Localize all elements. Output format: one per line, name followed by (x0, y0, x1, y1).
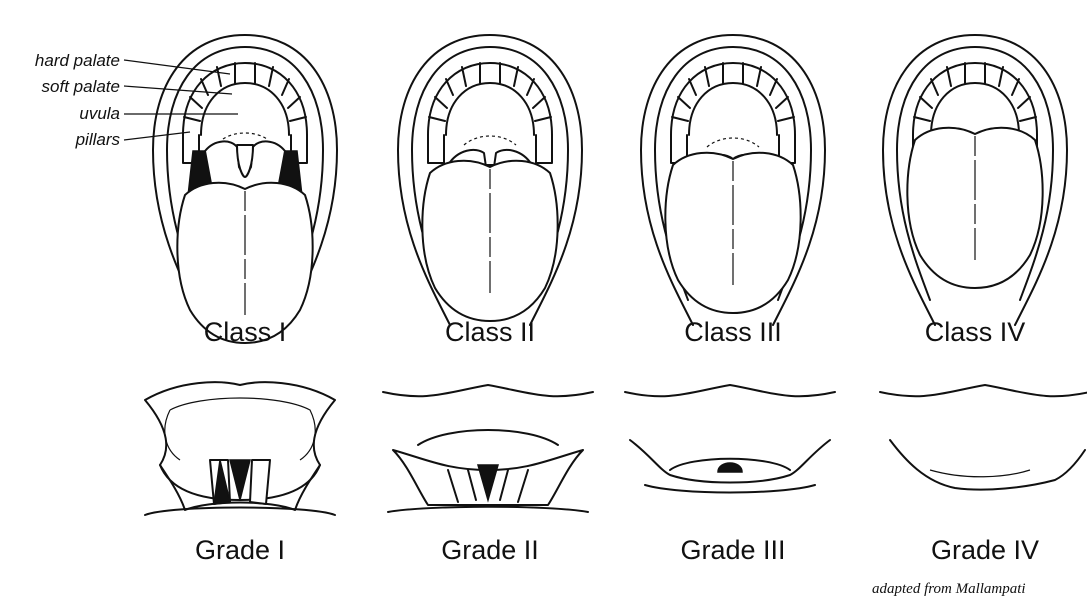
caption-class-4: Class IV (875, 317, 1075, 347)
grade-1-figure (145, 382, 335, 515)
caption-grade-4: Grade IV (885, 535, 1085, 565)
label-pillars: pillars (0, 131, 120, 149)
grade-4-figure (880, 385, 1087, 490)
caption-grade-1: Grade I (140, 535, 340, 565)
caption-grade-2: Grade II (390, 535, 590, 565)
caption-grade-3: Grade III (633, 535, 833, 565)
class-3-figure (641, 35, 825, 325)
class-2-figure (398, 35, 582, 325)
caption-class-3: Class III (633, 317, 833, 347)
caption-class-1: Class I (145, 317, 345, 347)
class-4-figure (883, 35, 1067, 325)
label-hard-palate: hard palate (0, 52, 120, 70)
caption-class-2: Class II (390, 317, 590, 347)
class-1-figure (153, 35, 337, 343)
grade-2-figure (383, 385, 593, 512)
label-pointers (124, 60, 238, 140)
label-soft-palate: soft palate (0, 78, 120, 96)
grade-3-figure (625, 385, 835, 493)
source-credit: adapted from Mallampati (872, 581, 1026, 598)
label-uvula: uvula (0, 105, 120, 123)
